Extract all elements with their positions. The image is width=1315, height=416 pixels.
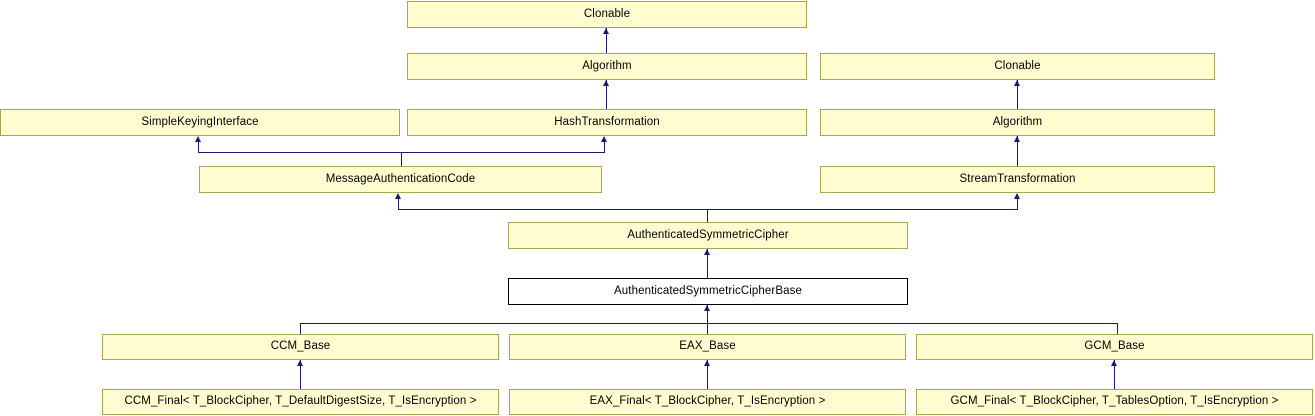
arrowhead-mac-to-hashtransformation	[601, 136, 607, 142]
node-eax-base[interactable]: EAX_Base	[509, 334, 906, 360]
arrowhead-children-to-ascbase	[704, 305, 710, 311]
edge-eaxfinal-to-eaxbase	[707, 360, 708, 389]
node-authenticatedsymmetriccipherbase[interactable]: AuthenticatedSymmetricCipherBase	[508, 278, 908, 305]
arrowhead-algorithm-to-clonable-right	[1014, 80, 1020, 86]
edge-riser-asc-to-mac	[398, 199, 399, 210]
node-ccm-final[interactable]: CCM_Final< T_BlockCipher, T_DefaultDiges…	[102, 389, 499, 415]
arrowhead-gcmfinal-to-gcmbase	[1111, 360, 1117, 366]
edge-algorithm-to-clonable-right	[1017, 80, 1018, 109]
node-hashtransformation[interactable]: HashTransformation	[407, 109, 807, 136]
edge-riser-asc-to-streamtransformation	[1017, 199, 1018, 210]
arrowhead-hashtransformation-to-algorithm-left	[603, 80, 609, 86]
node-gcm-final[interactable]: GCM_Final< T_BlockCipher, T_TablesOption…	[916, 389, 1313, 415]
edge-riser-eaxbase	[707, 323, 708, 335]
node-streamtransformation[interactable]: StreamTransformation	[820, 166, 1215, 193]
node-algorithm-left[interactable]: Algorithm	[407, 53, 807, 80]
edge-riser-ccmbase	[300, 323, 301, 335]
edge-gcmfinal-to-gcmbase	[1114, 360, 1115, 389]
node-clonable-right[interactable]: Clonable	[820, 53, 1215, 80]
node-eax-final[interactable]: EAX_Final< T_BlockCipher, T_IsEncryption…	[509, 389, 906, 415]
edge-drop-asc	[707, 209, 708, 223]
edge-ascbase-to-asc	[707, 249, 708, 279]
arrowhead-asc-to-streamtransformation	[1014, 193, 1020, 199]
edge-riser-mac-to-hashtransformation	[604, 142, 605, 153]
node-messageauthenticationcode[interactable]: MessageAuthenticationCode	[199, 166, 602, 193]
edge-drop-mac	[401, 152, 402, 166]
edge-streamtransformation-to-algorithm-right	[1017, 136, 1018, 166]
arrowhead-eaxfinal-to-eaxbase	[704, 360, 710, 366]
node-gcm-base[interactable]: GCM_Base	[916, 334, 1313, 360]
arrowhead-streamtransformation-to-algorithm-right	[1014, 136, 1020, 142]
arrowhead-asc-to-mac	[395, 193, 401, 199]
arrowhead-ascbase-to-asc	[704, 249, 710, 255]
node-authenticatedsymmetriccipher[interactable]: AuthenticatedSymmetricCipher	[508, 222, 908, 249]
arrowhead-mac-to-simplekeyinginterface	[195, 136, 201, 142]
arrowhead-algorithm-to-clonable-left	[603, 28, 609, 34]
edge-bus-ascbase-children	[300, 323, 1118, 324]
edge-ccmfinal-to-ccmbase	[300, 360, 301, 389]
edge-riser-mac-to-simplekeyinginterface	[198, 142, 199, 153]
edge-algorithm-to-clonable-left	[606, 28, 607, 53]
edge-hashtransformation-to-algorithm-left	[606, 80, 607, 109]
node-simplekeyinginterface[interactable]: SimpleKeyingInterface	[0, 109, 400, 136]
node-ccm-base[interactable]: CCM_Base	[102, 334, 499, 360]
edge-bus-authenticatedsymmetriccipher	[398, 209, 1018, 210]
edge-riser-gcmbase	[1117, 323, 1118, 335]
node-clonable-left[interactable]: Clonable	[407, 1, 807, 28]
arrowhead-ccmfinal-to-ccmbase	[297, 360, 303, 366]
edge-drop-ascbase-children	[707, 305, 708, 324]
node-algorithm-right[interactable]: Algorithm	[820, 109, 1215, 136]
